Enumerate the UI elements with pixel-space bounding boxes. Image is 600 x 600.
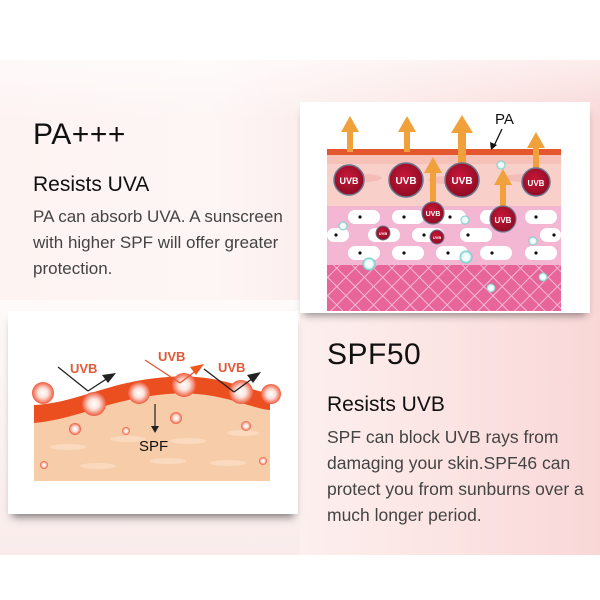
svg-text:UVB: UVB — [426, 211, 441, 218]
spf-text-block: SPF50 Resists UVB SPF can block UVB rays… — [327, 338, 592, 528]
spf-diagram-card: UVB UVB UVB SPF — [8, 311, 298, 514]
pa-diagram-card: UVB UVB UVB UVB UVB UVB UVB UVB PA — [300, 102, 590, 313]
pa-label: PA — [495, 111, 514, 128]
spf-film-layer — [34, 376, 270, 423]
uvb-label-1: UVB — [70, 361, 97, 376]
svg-text:UVB: UVB — [379, 231, 388, 236]
uvb-label-3: UVB — [218, 360, 245, 375]
pa-subtitle: Resists UVA — [33, 173, 150, 196]
spf-description: SPF can block UVB rays from damaging you… — [327, 427, 584, 525]
svg-text:UVB: UVB — [433, 235, 442, 240]
uvb-rays — [57, 359, 261, 393]
pa-text-block: PA+++ Resists UVA PA can absorb UVA. A s… — [33, 118, 293, 282]
uva-skin-diagram: UVB UVB UVB UVB UVB UVB UVB UVB PA — [327, 111, 561, 313]
pa-description: PA can absorb UVA. A sunscreen with high… — [33, 207, 283, 278]
uvb-reflector-spheres — [32, 373, 281, 469]
uva-absorb-bubbles — [338, 160, 548, 293]
uv-reflect-arrows — [341, 115, 545, 212]
spf-subtitle: Resists UVB — [327, 393, 445, 416]
uvb-label-2: UVB — [158, 349, 185, 364]
uvb-particles — [333, 162, 551, 245]
svg-text:UVB: UVB — [528, 179, 545, 188]
pa-film-layer — [327, 149, 561, 155]
pa-title: PA+++ — [33, 118, 126, 151]
lower-skin-layer — [327, 265, 561, 313]
svg-text:UVB: UVB — [395, 176, 416, 187]
svg-text:UVB: UVB — [451, 176, 472, 187]
uvb-skin-diagram: UVB UVB UVB SPF — [32, 349, 281, 481]
spf-label: SPF — [139, 438, 168, 455]
spf-title: SPF50 — [327, 338, 422, 371]
svg-text:UVB: UVB — [495, 216, 512, 225]
svg-text:UVB: UVB — [339, 176, 359, 186]
